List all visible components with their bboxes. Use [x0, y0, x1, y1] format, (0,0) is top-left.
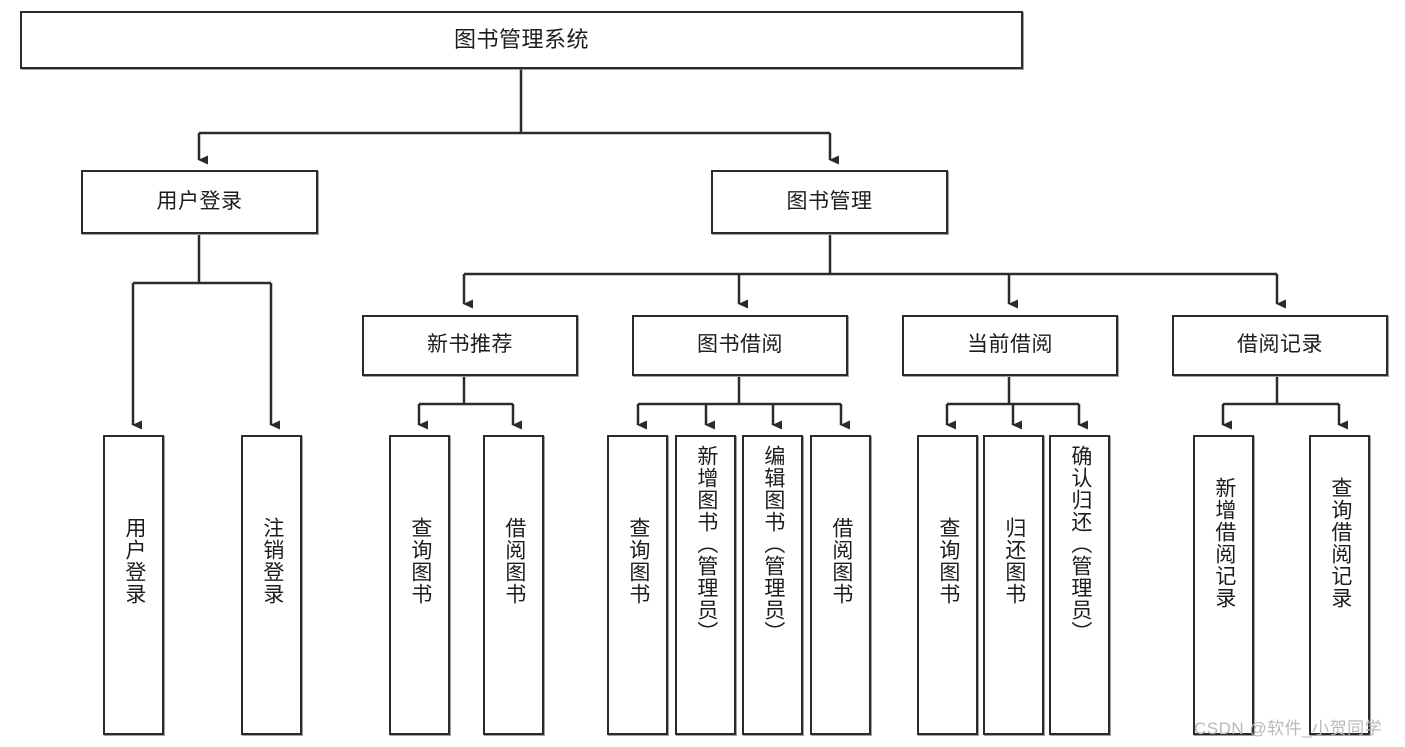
leaf-borrow-record-query-label: 查询借阅记录 — [1328, 477, 1352, 609]
leaf-book-borrow-query[interactable]: 查询图书 — [607, 435, 668, 735]
leaf-current-borrow-return-label: 归还图书 — [1002, 517, 1026, 605]
node-current-borrow[interactable]: 当前借阅 — [902, 315, 1118, 376]
node-book-management-label: 图书管理 — [786, 189, 873, 213]
leaf-user-login-signout[interactable]: 注销登录 — [241, 435, 302, 735]
node-book-management[interactable]: 图书管理 — [711, 170, 948, 234]
leaf-current-borrow-confirm[interactable]: 确认归还（管理员） — [1049, 435, 1110, 735]
leaf-new-book-borrow-label: 借阅图书 — [502, 517, 526, 605]
node-book-borrow-label: 图书借阅 — [697, 333, 783, 357]
leaf-book-borrow-borrow[interactable]: 借阅图书 — [810, 435, 871, 735]
leaf-borrow-record-add[interactable]: 新增借阅记录 — [1193, 435, 1254, 735]
leaf-borrow-record-add-label: 新增借阅记录 — [1212, 477, 1236, 609]
leaf-borrow-record-query[interactable]: 查询借阅记录 — [1309, 435, 1370, 735]
leaf-new-book-query[interactable]: 查询图书 — [389, 435, 450, 735]
leaf-current-borrow-query-label: 查询图书 — [936, 517, 960, 605]
node-root-system-label: 图书管理系统 — [453, 27, 589, 53]
leaf-book-borrow-edit[interactable]: 编辑图书（管理员） — [742, 435, 803, 735]
leaf-book-borrow-edit-label: 编辑图书（管理员） — [761, 445, 785, 643]
node-borrow-record-label: 借阅记录 — [1237, 333, 1323, 357]
node-new-book-recommend-label: 新书推荐 — [427, 333, 513, 357]
node-root-system[interactable]: 图书管理系统 — [20, 11, 1023, 69]
leaf-book-borrow-add[interactable]: 新增图书（管理员） — [675, 435, 736, 735]
leaf-user-login-signout-label: 注销登录 — [260, 517, 284, 605]
leaf-user-login-signin[interactable]: 用户登录 — [103, 435, 164, 735]
leaf-current-borrow-confirm-label: 确认归还（管理员） — [1068, 445, 1092, 643]
leaf-book-borrow-borrow-label: 借阅图书 — [829, 517, 853, 605]
leaf-book-borrow-query-label: 查询图书 — [626, 517, 650, 605]
leaf-book-borrow-add-label: 新增图书（管理员） — [694, 445, 718, 643]
csdn-watermark: CSDN @软件_小贺同学 — [1194, 719, 1383, 738]
node-new-book-recommend[interactable]: 新书推荐 — [362, 315, 578, 376]
node-current-borrow-label: 当前借阅 — [967, 333, 1053, 357]
leaf-new-book-borrow[interactable]: 借阅图书 — [483, 435, 544, 735]
leaf-new-book-query-label: 查询图书 — [408, 517, 432, 605]
leaf-user-login-signin-label: 用户登录 — [122, 517, 146, 605]
node-book-borrow[interactable]: 图书借阅 — [632, 315, 848, 376]
node-user-login-label: 用户登录 — [156, 189, 243, 213]
leaf-current-borrow-return[interactable]: 归还图书 — [983, 435, 1044, 735]
node-borrow-record[interactable]: 借阅记录 — [1172, 315, 1388, 376]
node-user-login[interactable]: 用户登录 — [81, 170, 318, 234]
leaf-current-borrow-query[interactable]: 查询图书 — [917, 435, 978, 735]
